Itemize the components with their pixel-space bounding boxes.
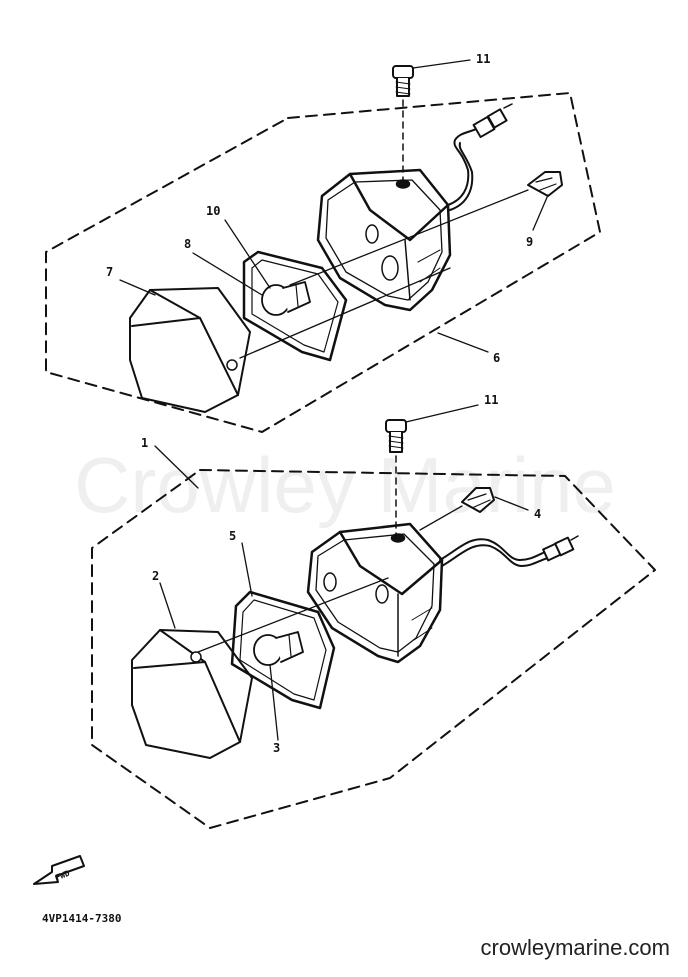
callout-1: 1	[141, 436, 148, 450]
axis-line-upper-1	[239, 267, 451, 359]
callout-10: 10	[206, 204, 220, 218]
callout-6: 6	[493, 351, 500, 365]
leader-5	[241, 542, 253, 597]
lower-assembly	[91, 404, 656, 829]
leader-9	[532, 194, 549, 231]
housing-upper	[316, 168, 452, 312]
bulb-upper	[261, 281, 311, 316]
callout-8: 8	[184, 237, 191, 251]
gasket-lower	[230, 590, 336, 710]
bulb-lower	[253, 631, 304, 666]
callout-2: 2	[152, 569, 159, 583]
leader-11-upper	[412, 59, 471, 69]
callout-4: 4	[534, 507, 541, 521]
lens-upper	[129, 287, 251, 413]
grommet-upper	[527, 171, 563, 197]
upper-assembly	[45, 59, 601, 433]
wire-connector-upper	[447, 103, 513, 211]
leader-8	[192, 252, 263, 296]
lens-lower	[131, 629, 253, 759]
site-url-watermark: crowleymarine.com	[480, 935, 671, 960]
fwd-arrow-icon: FWD	[33, 855, 85, 885]
wire-connector-lower	[439, 535, 579, 567]
part-code: 4VP1414-7380	[42, 912, 121, 925]
screw-upper	[392, 65, 414, 97]
callout-11-lower: 11	[484, 393, 498, 407]
axis-line-lower-2	[197, 577, 389, 653]
axis-line-lower-1	[419, 505, 463, 531]
callout-11-upper: 11	[476, 52, 490, 66]
leader-7	[119, 279, 156, 296]
leader-11-lower	[405, 404, 479, 423]
callout-7: 7	[106, 265, 113, 279]
leader-10	[224, 219, 271, 289]
leader-6	[437, 332, 489, 353]
assembly-outline-upper	[45, 92, 601, 433]
leader-3	[269, 664, 279, 741]
leader-1	[154, 445, 199, 489]
assembly-outline-lower	[91, 469, 656, 829]
callout-5: 5	[229, 529, 236, 543]
screw-lower	[385, 419, 407, 453]
grommet-lower	[461, 487, 495, 513]
callout-3: 3	[273, 741, 280, 755]
axis-line-upper-2	[289, 189, 529, 286]
housing-lower	[306, 522, 444, 664]
leader-4	[494, 496, 529, 511]
gasket-upper	[242, 250, 348, 362]
leader-2	[159, 582, 176, 629]
callout-9: 9	[526, 235, 533, 249]
